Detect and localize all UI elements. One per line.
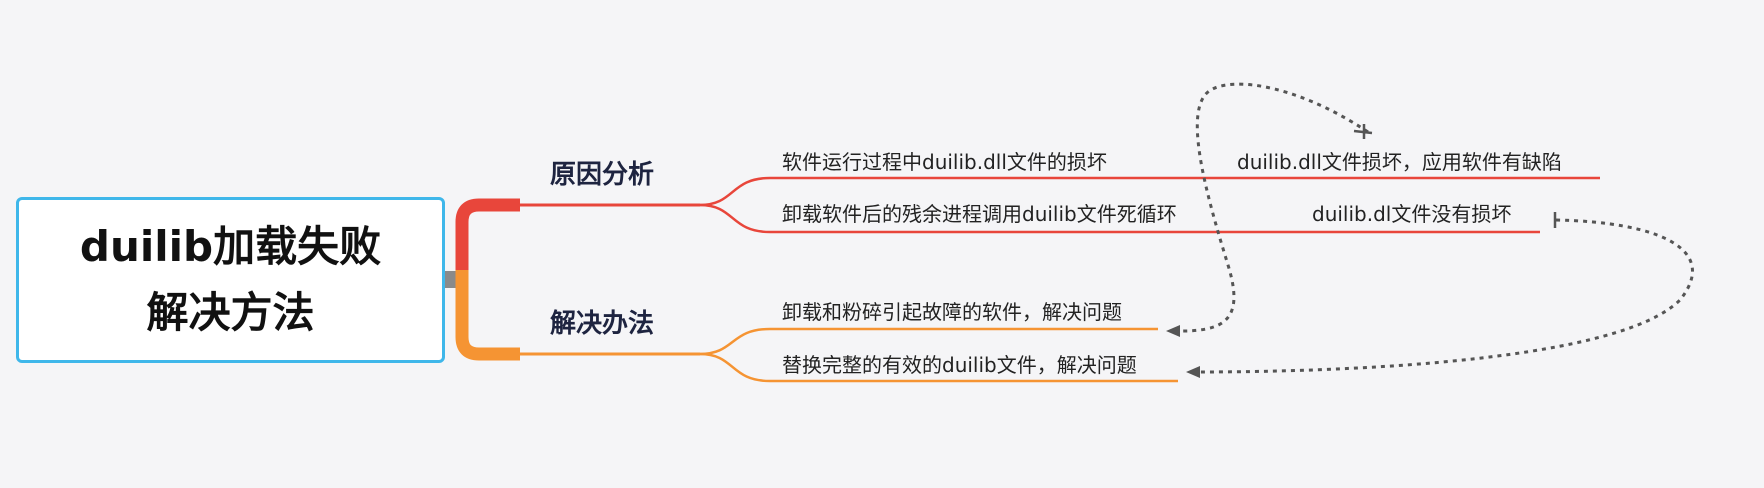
relation-2-arrowhead	[1186, 366, 1200, 378]
cause-leaf-2[interactable]: 卸载软件后的残余进程调用duilib文件死循环	[782, 202, 1177, 226]
branch-cause-analysis[interactable]: 原因分析	[550, 160, 655, 190]
sub-leaf-dll-damaged[interactable]: duilib.dll文件损坏，应用软件有缺陷	[1237, 150, 1562, 174]
cause-leaf-1[interactable]: 软件运行过程中duilib.dll文件的损坏	[782, 150, 1107, 174]
relation-2-curve	[1195, 218, 1694, 374]
solution-leaf-1-line	[699, 327, 1158, 356]
sub-leaf-dll-not-damaged[interactable]: duilib.dl文件没有损坏	[1312, 202, 1512, 226]
relation-1-start-tick	[1353, 124, 1373, 139]
solution-leaf-2-line	[699, 352, 1178, 383]
cause-leaf-1-line	[699, 176, 1600, 207]
cause-leaf-2-line	[699, 203, 1540, 234]
root-topic[interactable]: duilib加载失败 解决方法	[16, 197, 445, 363]
root-title-line-2: 解决方法	[146, 288, 315, 337]
branch-solutions[interactable]: 解决办法	[550, 309, 655, 339]
root-connector-stub	[443, 271, 456, 288]
solution-leaf-1[interactable]: 卸载和粉碎引起故障的软件，解决问题	[782, 300, 1122, 324]
relation-1-curve	[1174, 82, 1369, 333]
relation-1-arrowhead	[1166, 325, 1180, 337]
solution-trunk-line	[455, 270, 520, 361]
root-title-line-1: duilib加载失败	[79, 222, 382, 271]
cause-trunk-line	[455, 198, 520, 288]
solution-leaf-2[interactable]: 替换完整的有效的duilib文件，解决问题	[782, 353, 1137, 377]
